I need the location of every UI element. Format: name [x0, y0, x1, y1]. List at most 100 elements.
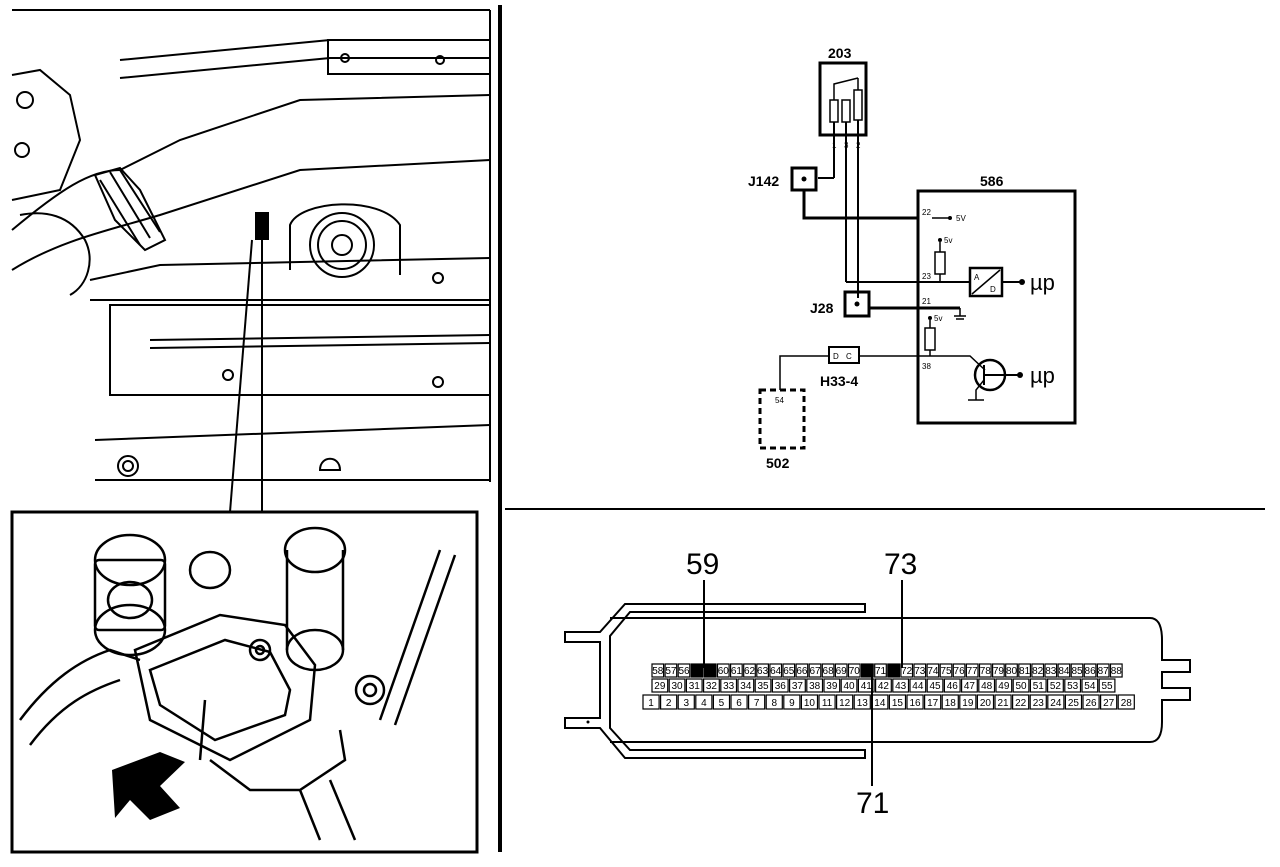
pin-label-82: 82: [1032, 666, 1044, 677]
pin-label-48: 48: [981, 681, 993, 692]
pin-label-40: 40: [843, 681, 855, 692]
pin-cell-top-29: [1031, 663, 1045, 678]
pin-label-2: 2: [666, 698, 672, 709]
pin-cell-top-11: [795, 663, 809, 678]
pin-label-85: 85: [1071, 666, 1083, 677]
callout-59: 59: [686, 548, 719, 581]
pin-label-58: 58: [652, 666, 664, 677]
module-502-pin: 54: [775, 396, 784, 405]
connector-h33-4: [828, 346, 860, 364]
pin-label-35: 35: [757, 681, 769, 692]
pin-label-46: 46: [947, 681, 959, 692]
pin-cell-bottom-2: [677, 694, 695, 710]
pin-label-39: 39: [826, 681, 838, 692]
pin-cell-top-16: [860, 663, 874, 678]
pin-cell-top-21: [926, 663, 940, 678]
pin-label-42: 42: [878, 681, 890, 692]
pin-label-65: 65: [783, 666, 795, 677]
pin-label-26: 26: [1085, 698, 1097, 709]
pin-cell-middle-8: [788, 678, 806, 693]
pin-label-29: 29: [654, 681, 666, 692]
pin-cell-top-9: [769, 663, 783, 678]
pin-cell-bottom-8: [783, 694, 801, 710]
pin-label-14: 14: [874, 698, 886, 709]
svg-text:C: C: [846, 352, 852, 361]
pin-cell-middle-7: [771, 678, 789, 693]
pin-cell-bottom-21: [1011, 694, 1030, 710]
pin-cell-middle-16: [926, 678, 944, 693]
pin-23: 23: [922, 272, 931, 281]
svg-text:D: D: [833, 352, 839, 361]
pin-cell-top-0: [651, 663, 665, 678]
pin-cell-bottom-14: [888, 694, 907, 710]
pin-label-6: 6: [736, 698, 742, 709]
pin-label-33: 33: [723, 681, 735, 692]
pin-label-3: 3: [683, 698, 689, 709]
pin-label-63: 63: [757, 666, 769, 677]
pin-label-64: 64: [770, 666, 782, 677]
pin-cell-top-13: [821, 663, 835, 678]
connector-j28-label: J28: [810, 300, 834, 316]
pin-label-28: 28: [1121, 698, 1133, 709]
pin-label-87: 87: [1098, 666, 1110, 677]
pin-label-76: 76: [954, 666, 966, 677]
pin-cell-middle-12: [857, 678, 875, 693]
pin-cell-top-26: [991, 663, 1005, 678]
pin-label-83: 83: [1045, 666, 1057, 677]
pin-cell-top-5: [716, 663, 730, 678]
sensor-location-marker: [255, 212, 269, 240]
pin-cell-middle-3: [702, 678, 720, 693]
wiring-schematic: 203 1 3 2 J142 586 22 5V 5v 23: [748, 45, 1077, 471]
connector-j28: [843, 290, 871, 318]
pin-label-74: 74: [927, 666, 939, 677]
pin-cell-bottom-20: [994, 694, 1012, 710]
pin-cell-bottom-6: [747, 694, 766, 710]
pin-label-62: 62: [744, 666, 756, 677]
pin-cell-middle-24: [1064, 678, 1082, 693]
pin-label-36: 36: [775, 681, 787, 692]
pin-cell-top-15: [847, 663, 861, 678]
pin-cell-top-20: [913, 663, 927, 678]
pin-21: 21: [922, 297, 931, 306]
micro-bottom-label: µp: [1030, 363, 1055, 388]
supply-bottom-label: 5v: [934, 314, 942, 323]
pin-cell-top-24: [965, 663, 979, 678]
pin-cell-top-33: [1083, 663, 1097, 678]
pin-cell-top-32: [1070, 663, 1084, 678]
pin-label-66: 66: [796, 666, 808, 677]
pin-cell-bottom-4: [712, 694, 731, 710]
pin-cell-top-34: [1096, 663, 1110, 678]
pin-cell-top-17: [874, 663, 887, 678]
pin-cell-top-35: [1109, 663, 1123, 678]
pin-label-10: 10: [804, 698, 816, 709]
pin-label-72: 72: [901, 666, 913, 677]
pin-label-47: 47: [964, 681, 976, 692]
pin-cell-bottom-12: [853, 694, 871, 710]
pin-label-55: 55: [1101, 681, 1113, 692]
pin-cell-middle-21: [1012, 678, 1030, 693]
pin-cell-middle-0: [651, 678, 669, 693]
pin-label-60: 60: [718, 666, 730, 677]
pin-label-20: 20: [980, 698, 992, 709]
pin-label-12: 12: [839, 698, 851, 709]
pin-label-56: 56: [678, 666, 690, 677]
pin-cell-bottom-10: [818, 694, 836, 710]
pin-cell-middle-13: [874, 678, 892, 693]
pin-cell-middle-25: [1081, 678, 1099, 693]
pin-cell-bottom-24: [1064, 694, 1083, 710]
pin-label-41: 41: [861, 681, 873, 692]
connector-housing-right: [610, 617, 1191, 743]
pin-label-45: 45: [929, 681, 941, 692]
pin-label-88: 88: [1111, 666, 1123, 677]
svg-text:A: A: [974, 273, 980, 282]
pin-cell-middle-6: [754, 678, 772, 693]
pin-cell-top-6: [729, 663, 743, 678]
ecu-label: 586: [980, 173, 1004, 189]
pin-label-52: 52: [1050, 681, 1062, 692]
pin-label-70: 70: [849, 666, 861, 677]
pin-label-13: 13: [857, 698, 869, 709]
pin-cell-bottom-25: [1082, 694, 1100, 710]
pin-label-71: 71: [875, 666, 887, 677]
